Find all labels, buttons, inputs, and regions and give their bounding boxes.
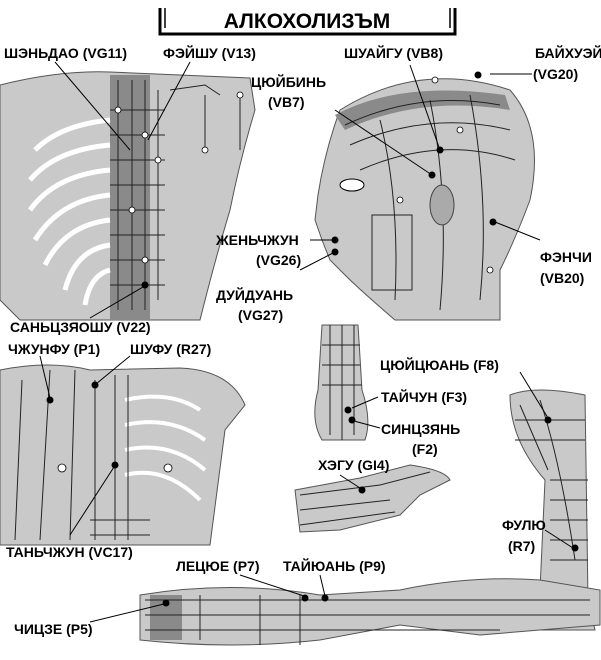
label-shufu: ШУФУ (R27)	[130, 341, 211, 357]
label-feishu: ФЭЙШУ (V13)	[163, 44, 256, 61]
label-xingjian: СИНЦЗЯНЬ	[381, 421, 460, 437]
label-baihui-code: (VG20)	[533, 66, 578, 82]
diagram-title: АЛКОХОЛИЗЪМ	[224, 10, 391, 33]
label-taichong: ТАЙЧУН (F3)	[381, 388, 467, 405]
label-renzhong-code: (VG26)	[256, 252, 301, 268]
label-fengchi-code: (VB20)	[540, 270, 584, 286]
back-figure	[0, 71, 256, 321]
label-fuliu: ФУЛЮ	[502, 517, 546, 533]
arm-figure	[139, 578, 601, 646]
label-ququan: ЦЮЙЦЮАНЬ (F8)	[380, 356, 499, 373]
chest-figure	[0, 364, 246, 546]
label-baihui: БАЙХУЭЙ	[535, 44, 601, 61]
label-chize: ЧИЦЗЕ (P5)	[14, 621, 93, 637]
label-lieque: ЛЕЦЮЕ (P7)	[176, 558, 260, 574]
label-qubin: ЦЮЙБИНЬ	[251, 73, 326, 90]
label-shuaigu: ШУАЙГУ (VB8)	[344, 44, 443, 61]
label-sanjiaoshu: САНЬЦЗЯОШУ (V22)	[10, 319, 151, 335]
label-fuliu-code: (R7)	[508, 538, 535, 554]
label-shendao: ШЭНЬДАО (VG11)	[4, 45, 127, 61]
label-tanzhong: ТАНЬЧЖУН (VC17)	[6, 544, 133, 560]
head-figure	[314, 71, 535, 321]
hand-figure	[294, 464, 451, 533]
label-taiyuan: ТАЙЮАНЬ (P9)	[283, 557, 386, 574]
label-qubin-code: (VB7)	[268, 94, 305, 110]
label-fengchi: ФЭНЧИ	[540, 249, 592, 265]
label-zhongfu: ЧЖУНФУ (P1)	[8, 341, 100, 357]
foot-figure	[314, 324, 369, 441]
label-duiduan-code: (VG27)	[238, 307, 283, 323]
label-renzhong: ЖЕНЬЧЖУН	[215, 232, 299, 248]
label-xingjian-code: (F2)	[412, 441, 438, 457]
title-frame: АЛКОХОЛИЗЪМ	[158, 8, 457, 36]
label-hegu: ХЭГУ (GI4)	[318, 457, 389, 473]
label-duiduan: ДУЙДУАНЬ	[216, 286, 293, 303]
point-labels: ШЭНЬДАО (VG11) ФЭЙШУ (V13) ШУАЙГУ (VB8) …	[4, 44, 601, 637]
back-points	[114, 91, 244, 289]
